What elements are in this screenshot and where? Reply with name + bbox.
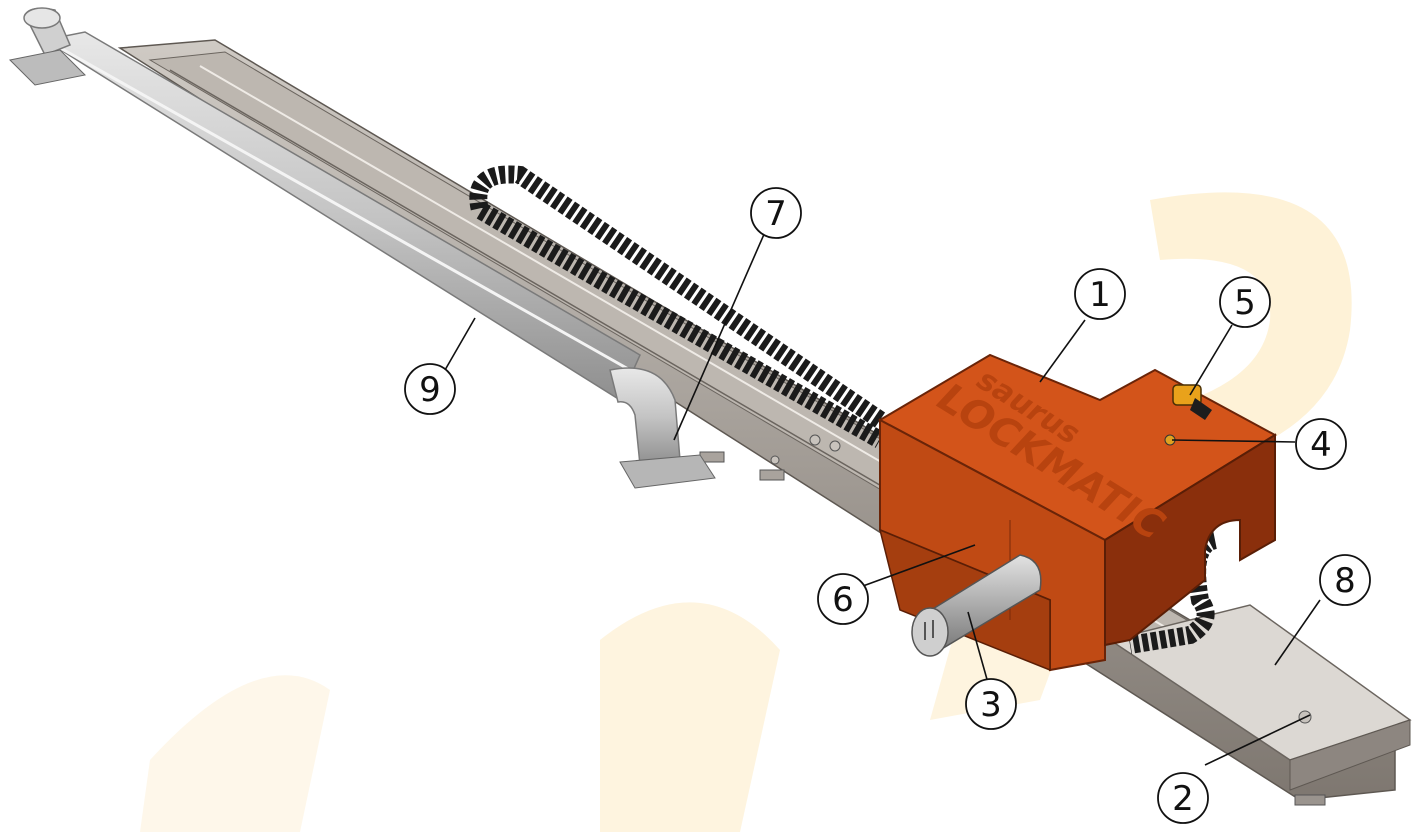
callout-6: 6	[817, 573, 869, 625]
svg-text:1: 1	[1089, 275, 1111, 315]
callout-5: 5	[1219, 276, 1271, 328]
svg-text:4: 4	[1310, 425, 1332, 465]
beacon-light	[1172, 384, 1212, 420]
svg-text:6: 6	[832, 580, 854, 620]
callout-leaders	[444, 231, 1321, 766]
callout-2: 2	[1157, 772, 1209, 824]
callout-3: 3	[965, 678, 1017, 730]
callout-4: 4	[1295, 418, 1347, 470]
svg-text:7: 7	[765, 194, 787, 234]
callout-1: 1	[1074, 268, 1126, 320]
locking-rod	[911, 554, 1042, 657]
svg-text:9: 9	[419, 370, 441, 410]
callout-7: 7	[750, 187, 802, 239]
callout-8: 8	[1319, 554, 1371, 606]
svg-text:8: 8	[1334, 561, 1356, 601]
callout-circles: 1 2 3 4 5 6 7 8	[404, 187, 1371, 824]
svg-text:3: 3	[980, 685, 1002, 725]
lockmatic-housing: saurus LOCKMATIC	[877, 353, 1277, 672]
svg-text:5: 5	[1234, 283, 1256, 323]
pipe	[8, 7, 716, 489]
svg-text:2: 2	[1172, 779, 1194, 819]
callout-9: 9	[404, 363, 456, 415]
rail-bolts	[699, 434, 841, 481]
